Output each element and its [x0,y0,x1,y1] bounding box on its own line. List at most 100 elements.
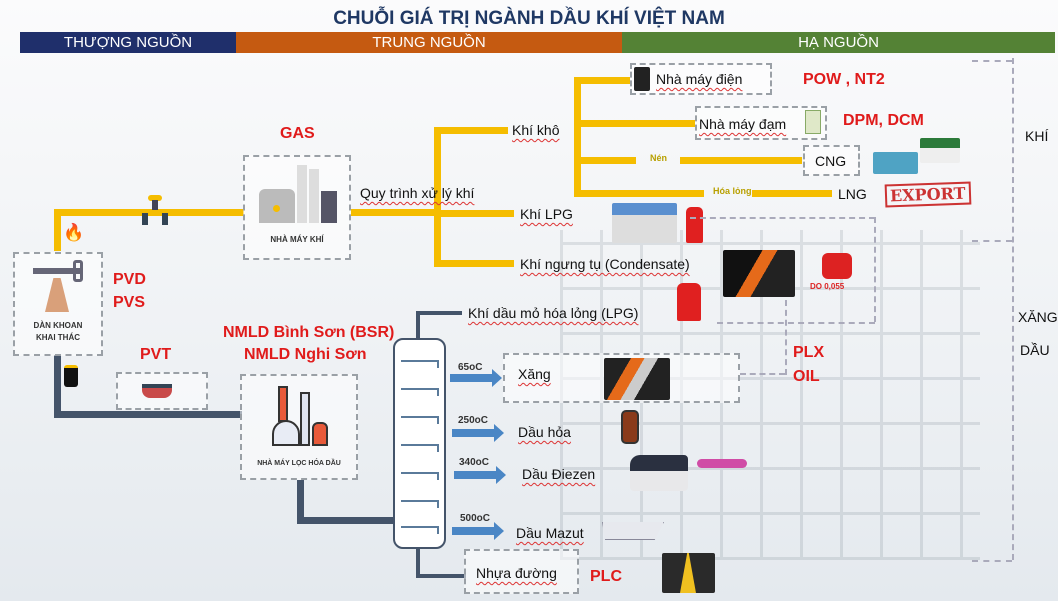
fertilizer-plant-label: Nhà máy đạm [699,116,787,132]
segment-downstream: HẠ NGUỒN [622,32,1055,53]
fuel-nozzle-image [723,250,795,297]
ticker-plc: PLC [590,568,622,585]
lpg-label: Khí LPG [520,206,573,222]
divider [972,60,1012,62]
tanker-box [116,372,208,410]
product-label: Dầu hỏa [518,424,571,440]
category-bracket [1012,58,1014,560]
gas-plant-box: NHÀ MÁY KHÍ [243,155,351,260]
refinery-lpg-label: Khí dầu mỏ hóa lỏng (LPG) [468,305,639,321]
oil-barrel-icon [64,365,78,387]
lng-label: LNG [838,186,867,202]
arrow-icon [450,369,502,387]
gas-pipe [434,127,508,134]
temp-label: 500oC [460,513,491,524]
gas-pipe [574,157,636,164]
ticker-fertilizer: DPM, DCM [843,112,924,129]
liquefy-label: Hóa lỏng [713,186,752,196]
ticker-pvd: PVD [113,271,146,288]
gas-pipe [574,120,695,127]
product-label: Dầu Điezen [522,466,596,482]
oil-pipe [54,411,242,418]
ticker-pvt: PVT [140,346,172,363]
divider [740,373,785,375]
gas-pipe [351,209,441,216]
gas-cylinder-icon [686,207,703,243]
divider [690,217,875,219]
gas-pipe [574,190,704,197]
bus-image [920,138,960,163]
segment-midstream: TRUNG NGUỒN [236,32,622,53]
oil-pipe [297,517,394,524]
product-label: Xăng [518,366,551,382]
divider [972,560,1012,562]
category-fuel-1: XĂNG [1018,309,1058,325]
gas-pipe [680,157,802,164]
refinery-icon [272,386,328,446]
rig-label-line-2: KHAI THÁC [36,333,80,342]
fuel-nozzle-image [604,358,670,400]
fertilizer-bag-icon [805,110,821,134]
lpg-tanks-image [612,203,677,243]
oil-pipe [416,574,466,578]
segment-upstream: THƯỢNG NGUỒN [20,32,236,53]
gas-cylinder-icon [677,283,701,321]
tanker-ship-icon [142,384,172,398]
arrow-icon [452,424,504,442]
dry-gas-label: Khí khô [512,122,560,138]
divider [874,217,876,322]
gas-pipe [54,209,244,216]
ticker-plx: PLX [793,344,825,361]
category-fuel-2: DẦU [1020,342,1050,358]
oil-pipe [416,311,462,315]
pumpjack-icon [33,260,85,315]
asphalt-label: Nhựa đường [476,565,557,581]
gas-pipe [54,209,61,251]
cng-box: CNG [803,145,860,176]
page-title: CHUỖI GIÁ TRỊ NGÀNH DẦU KHÍ VIỆT NAM [333,8,725,29]
ticker-power: POW , NT2 [803,71,885,88]
arrow-icon [454,466,506,484]
gas-pipe [574,77,630,84]
oil-pipe [416,548,420,577]
temp-label: 340oC [459,457,490,468]
divider [717,322,875,324]
factory-image [873,152,918,174]
gas-process-label: Quy trình xử lý khí [360,185,475,201]
divider [972,240,1012,242]
arrow-icon [452,522,504,540]
refinery-name-1: NMLD Bình Sơn (BSR) [223,324,395,341]
refinery-name-2: NMLD Nghi Sơn [244,346,367,363]
temp-label: 65oC [458,362,483,373]
asphalt-box: Nhựa đường [464,549,579,594]
product-label: Dầu Mazut [516,525,584,541]
temp-label: 250oC [458,415,489,426]
distillation-column [393,338,446,549]
valve-icon [138,195,172,225]
flame-icon: 🔥 [63,223,85,242]
divider [785,300,787,375]
compress-label: Nén [650,153,668,163]
power-plant-icon [634,67,650,91]
gas-pipe [434,260,514,267]
gas-pipe [434,210,514,217]
refinery-box: NHÀ MÁY LỌC HÓA DẦU [240,374,358,480]
condensate-label: Khí ngưng tụ (Condensate) [520,256,690,272]
ticker-gas: GAS [280,125,315,142]
refinery-label: NHÀ MÁY LỌC HÓA DẦU [257,460,341,467]
ticker-oil: OIL [793,368,820,385]
power-plant-label: Nhà máy điện [656,71,743,87]
do-label: DO 0,055 [810,282,845,291]
fuel-pump-icon [822,253,852,279]
airplane-icon [697,459,747,468]
bus-image [630,455,688,491]
oil-pipe [297,480,304,524]
gas-pipe [434,127,441,267]
category-gas: KHÍ [1025,128,1049,144]
oil-pipe [54,355,61,418]
gas-pipe [752,190,832,197]
export-stamp: EXPORT [884,181,971,208]
gas-pipe [574,77,581,197]
